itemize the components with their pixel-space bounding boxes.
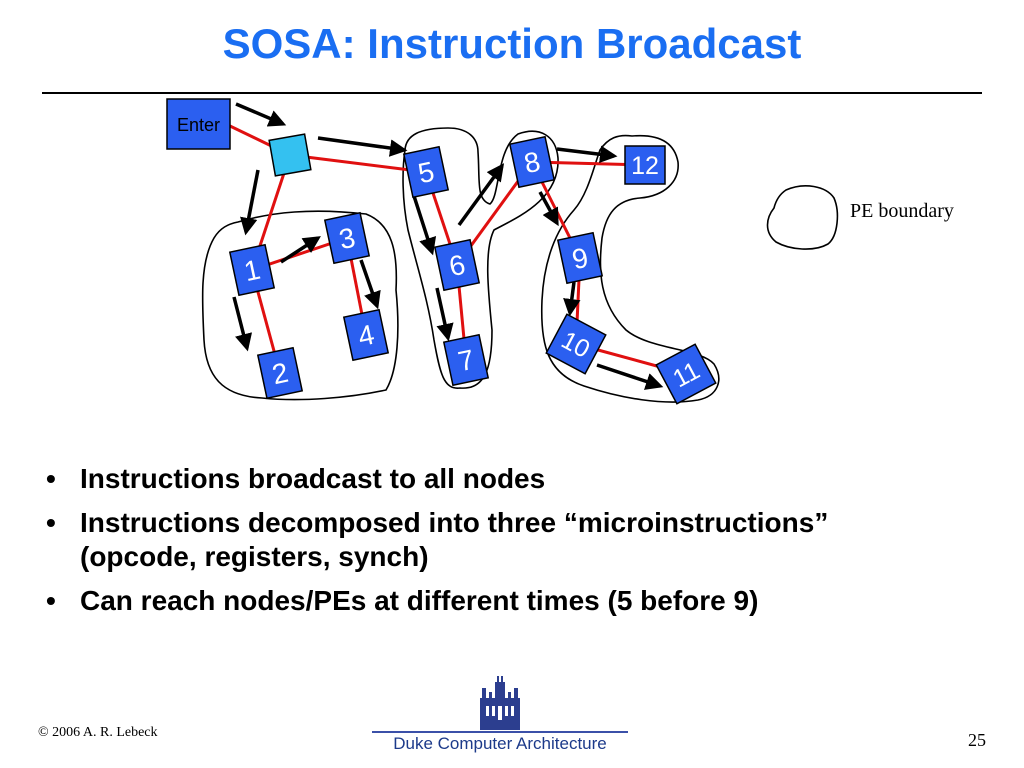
node-2-label: 2: [269, 357, 291, 391]
footer-divider: [372, 731, 628, 733]
node-5: 5: [402, 145, 450, 199]
node-2: 2: [256, 346, 304, 400]
bullet-item: •Instructions broadcast to all nodes: [46, 463, 546, 494]
pe-boundary-left: [201, 210, 399, 401]
pe-boundary-legend-shape: [766, 185, 839, 250]
node-7: 7: [442, 333, 490, 387]
pe-boundary-middle: [402, 127, 559, 389]
node-1: 1: [228, 243, 276, 297]
node-5-label: 5: [415, 156, 437, 190]
node-3: 3: [323, 211, 371, 265]
node-11: 11: [655, 343, 717, 405]
footer-copyright: © 2006 A. R. Lebeck: [38, 725, 158, 740]
node-12-label: 12: [631, 152, 659, 180]
duke-chapel-logo: [480, 676, 520, 730]
enter-label: Enter: [177, 115, 220, 135]
node-1-label: 1: [241, 254, 263, 288]
node-9-label: 9: [569, 242, 591, 276]
pe-boundary-legend-label: PE boundary: [850, 200, 954, 222]
node-6-label: 6: [446, 249, 468, 283]
router-node: [268, 133, 312, 177]
bullet-item: •Instructions decomposed into three “mic…: [46, 507, 829, 572]
bullet-list: •Instructions broadcast to all nodes •In…: [40, 462, 900, 628]
node-7-label: 7: [455, 344, 477, 378]
title-divider: [42, 92, 982, 94]
slide-title: SOSA: Instruction Broadcast: [222, 20, 802, 67]
bullet-item: •Can reach nodes/PEs at different times …: [46, 585, 759, 616]
node-3-label: 3: [336, 222, 358, 256]
node-10: 10: [545, 313, 607, 375]
node-8-label: 8: [521, 146, 543, 180]
broadcast-arrows: [232, 102, 664, 390]
enter-box: [166, 98, 231, 150]
node-8: 8: [508, 135, 556, 189]
footer-organization: Duke Computer Architecture: [393, 734, 607, 753]
broadcast-diagram: Enter 1 2 3 4 5 6 7 8 9 10: [166, 98, 954, 405]
node-4: 4: [342, 308, 390, 362]
node-9: 9: [556, 231, 604, 285]
node-6: 6: [433, 238, 481, 292]
node-4-label: 4: [355, 319, 377, 353]
node-12: 12: [624, 145, 666, 185]
page-number: 25: [968, 730, 986, 750]
